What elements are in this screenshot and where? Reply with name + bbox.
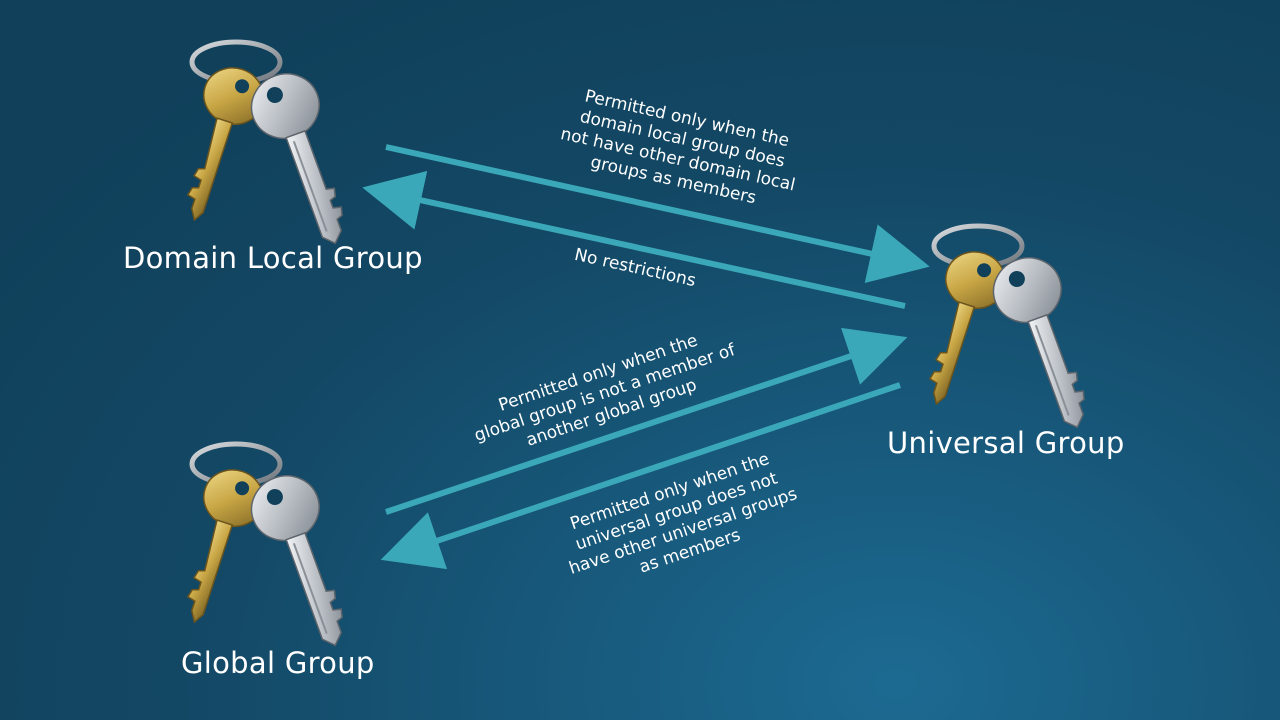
arrow-universal-to-global	[380, 382, 901, 570]
arrow-domain-local-to-universal	[385, 144, 930, 283]
global-keys-icon	[165, 444, 367, 657]
global-group-label: Global Group	[181, 646, 375, 680]
universal-group-label: Universal Group	[887, 426, 1125, 460]
domain-local-group-label: Domain Local Group	[123, 241, 423, 275]
arrow-universal-to-domain-local	[362, 170, 906, 309]
universal-keys-icon	[907, 226, 1109, 439]
arrow-global-to-universal	[385, 327, 908, 515]
domain-local-keys-icon	[165, 42, 367, 255]
